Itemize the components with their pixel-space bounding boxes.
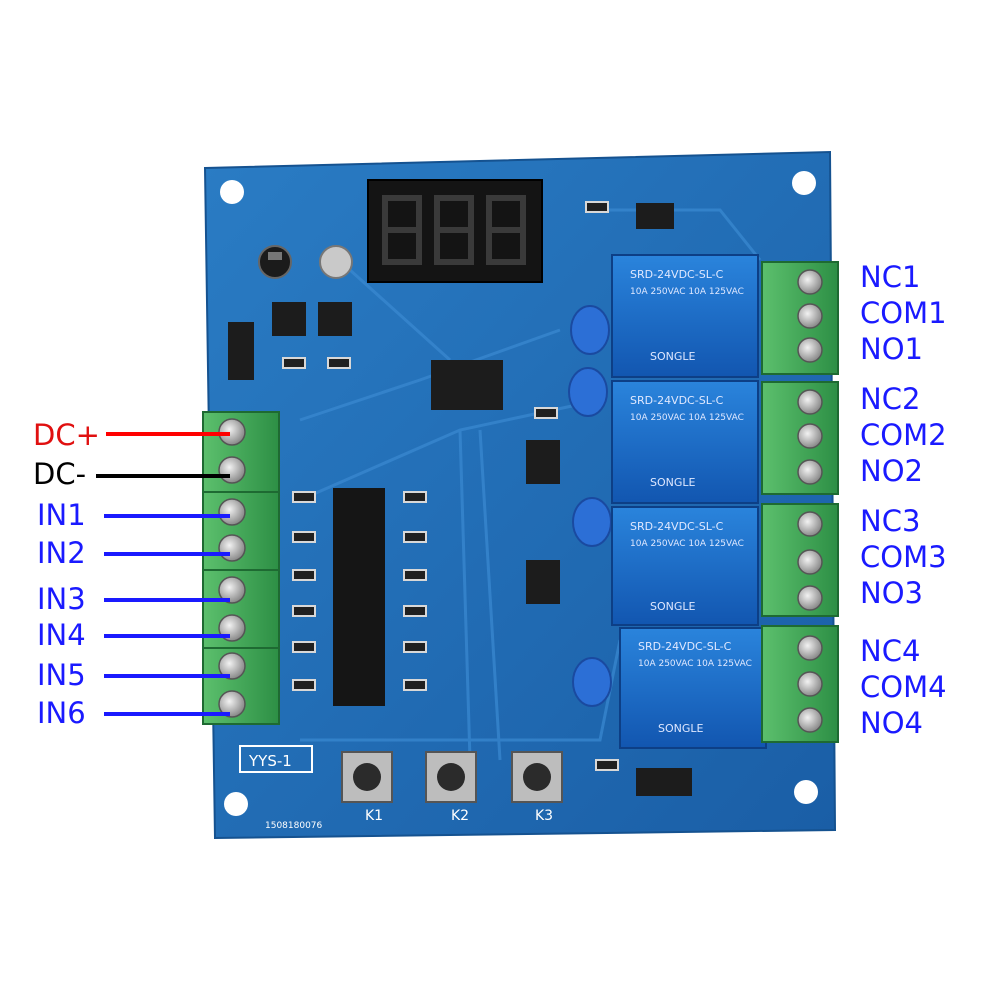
right-terminal-blocks	[761, 261, 839, 743]
wire-in6	[104, 712, 230, 716]
relay1-text: SRD-24VDC-SL-C	[630, 268, 724, 281]
smd-resistors	[282, 201, 619, 771]
label-in6: IN6	[37, 696, 86, 730]
label-com1: COM1	[860, 296, 947, 330]
label-dc-minus: DC-	[33, 457, 87, 491]
label-no1: NO1	[860, 332, 923, 366]
varistors	[568, 305, 612, 707]
seven-segment-display	[367, 179, 543, 283]
capacitors	[258, 245, 353, 279]
label-in3: IN3	[37, 582, 86, 616]
relay2-brand: SONGLE	[650, 476, 696, 489]
label-nc3: NC3	[860, 504, 921, 538]
label-dc-plus: DC+	[33, 418, 100, 452]
label-in1: IN1	[37, 498, 86, 532]
button-k1-label: K1	[365, 808, 383, 824]
wire-in2	[104, 552, 230, 556]
wire-in5	[104, 674, 230, 678]
model-label: YYS-1	[248, 752, 292, 770]
relay1-rating: 10A 250VAC 10A 125VAC	[630, 287, 744, 297]
wire-in1	[104, 514, 230, 518]
wire-dc-plus	[106, 432, 230, 436]
wire-in4	[104, 634, 230, 638]
relay3-rating: 10A 250VAC 10A 125VAC	[630, 539, 744, 549]
wire-dc-minus	[96, 474, 230, 478]
optocouplers	[333, 488, 385, 706]
mounting-holes	[220, 171, 818, 816]
label-nc2: NC2	[860, 382, 921, 416]
button-k2-label: K2	[451, 808, 469, 824]
wire-in3	[104, 598, 230, 602]
relays	[611, 254, 767, 749]
relay1-brand: SONGLE	[650, 350, 696, 363]
relay3-text: SRD-24VDC-SL-C	[630, 520, 724, 533]
relay4-rating: 10A 250VAC 10A 125VAC	[638, 659, 752, 669]
label-nc4: NC4	[860, 634, 921, 668]
label-in4: IN4	[37, 618, 86, 652]
label-no2: NO2	[860, 454, 923, 488]
relay4-brand: SONGLE	[658, 722, 704, 735]
push-buttons	[341, 751, 563, 803]
label-no3: NO3	[860, 576, 923, 610]
label-com3: COM3	[860, 540, 947, 574]
serial-label: 1508180076	[265, 821, 323, 831]
label-com2: COM2	[860, 418, 947, 452]
label-in5: IN5	[37, 658, 86, 692]
model-silkscreen-box	[239, 745, 313, 773]
relay4-text: SRD-24VDC-SL-C	[638, 640, 732, 653]
label-com4: COM4	[860, 670, 947, 704]
relay2-text: SRD-24VDC-SL-C	[630, 394, 724, 407]
button-k3-label: K3	[535, 808, 553, 824]
label-nc1: NC1	[860, 260, 921, 294]
label-in2: IN2	[37, 536, 86, 570]
relay2-rating: 10A 250VAC 10A 125VAC	[630, 413, 744, 423]
small-ics	[228, 203, 692, 796]
relay3-brand: SONGLE	[650, 600, 696, 613]
left-terminal-block	[202, 411, 280, 725]
label-no4: NO4	[860, 706, 923, 740]
